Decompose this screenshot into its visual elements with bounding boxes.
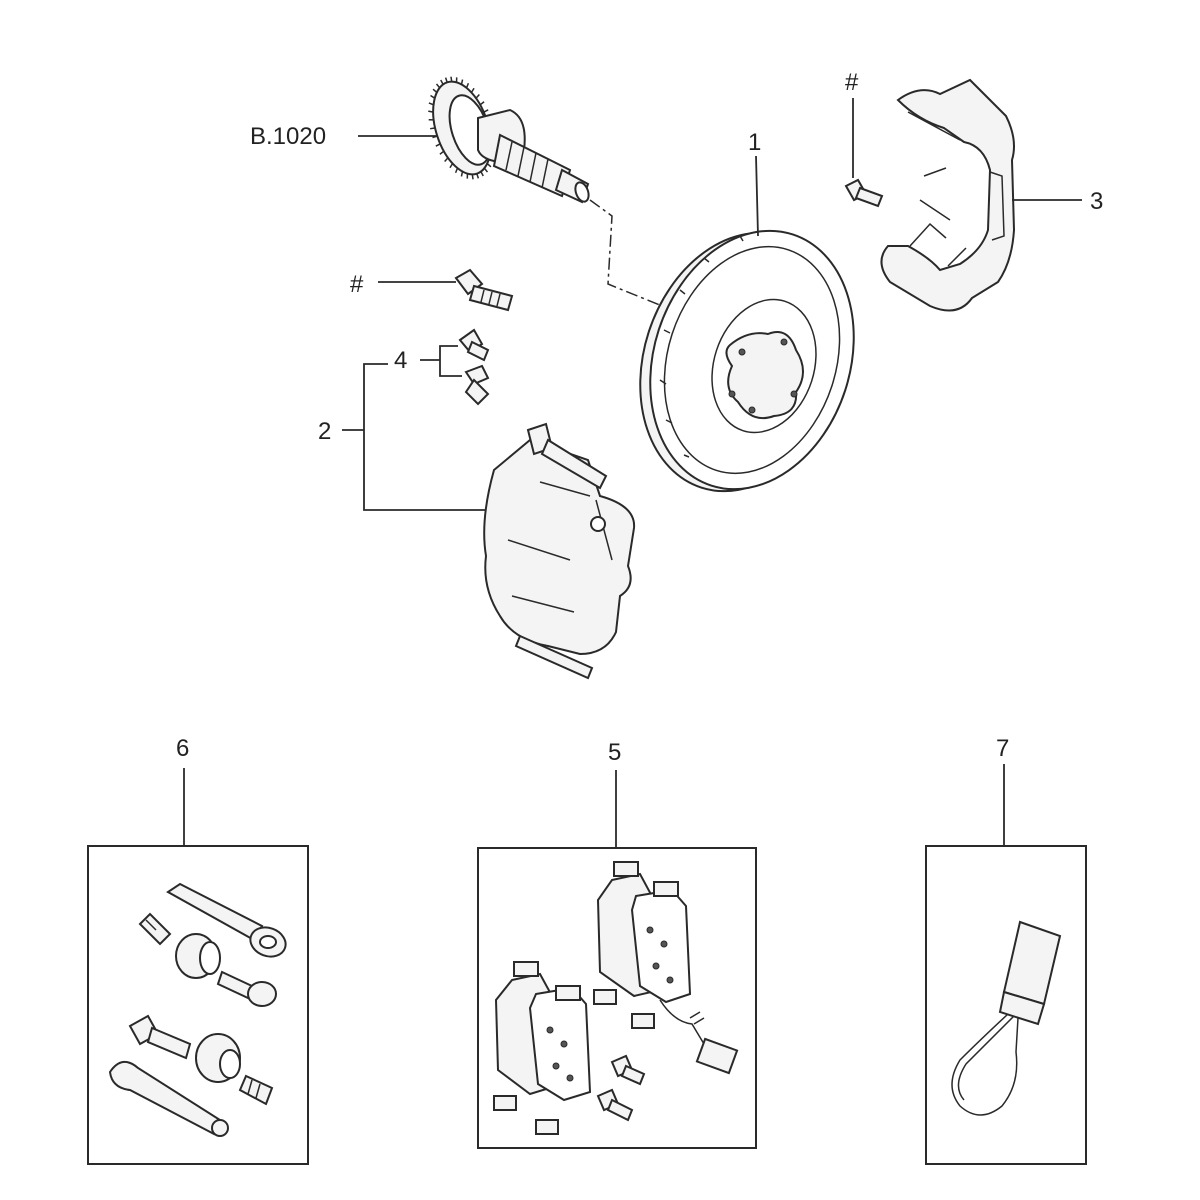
abs-ring-tooth [450,76,453,82]
caliper-carrier [880,78,1016,312]
item-4-label: 4 [394,347,407,374]
drive-shaft-assembly [428,76,590,204]
item-5-label: 5 [608,739,621,766]
abs-ring-tooth [475,93,480,99]
abs-ring-tooth [460,171,464,177]
caliper-bolt [454,268,514,312]
abs-ring-tooth [439,150,445,155]
abs-ring-tooth [480,171,484,177]
brake-disc [639,229,855,493]
abs-ring-tooth [432,88,438,94]
abs-ring-tooth [486,162,492,168]
abs-ring-tooth [479,101,485,106]
abs-ring-tooth [435,143,441,147]
abs-ring-tooth [454,167,459,174]
item-1-label: 1 [748,129,761,156]
abs-ring-tooth [460,79,464,85]
abs-ring-tooth [430,127,436,130]
guide-pin-kit-box [87,845,309,1165]
wear-sensor [951,920,1062,1116]
abs-ring-tooth [449,163,454,169]
brake-pad-kit-box [477,847,757,1149]
brake-pad-kit [493,861,739,1135]
carrier-bolt [844,178,884,208]
abs-ring-tooth [470,87,475,93]
abs-ring-tooth [465,82,470,89]
item-2-label: 2 [318,418,331,445]
wear-sensor-box [925,845,1087,1165]
abs-ring-tooth [471,174,474,180]
bleed-screw-set [458,328,490,406]
abs-ring-tooth [428,110,434,113]
ref-b1020-label: B.1020 [250,123,326,150]
item-3-label: 3 [1090,188,1103,215]
abs-ring-tooth [483,109,489,113]
abs-ring-tooth [444,157,449,163]
abs-ring-tooth [435,83,441,89]
item-7-label: 7 [996,735,1009,762]
guide-pin-kit [108,882,287,1137]
brake-caliper [483,422,636,680]
abs-ring-tooth [483,167,489,173]
hash-bolt-top-label: # [845,69,859,96]
abs-ring-tooth [440,79,444,85]
item-6-label: 6 [176,735,189,762]
abs-ring-tooth [476,173,480,179]
abs-ring-tooth [430,94,436,99]
abs-ring-tooth [444,77,448,83]
abs-ring-tooth [428,102,434,106]
hash-bolt-left-label: # [350,271,364,298]
